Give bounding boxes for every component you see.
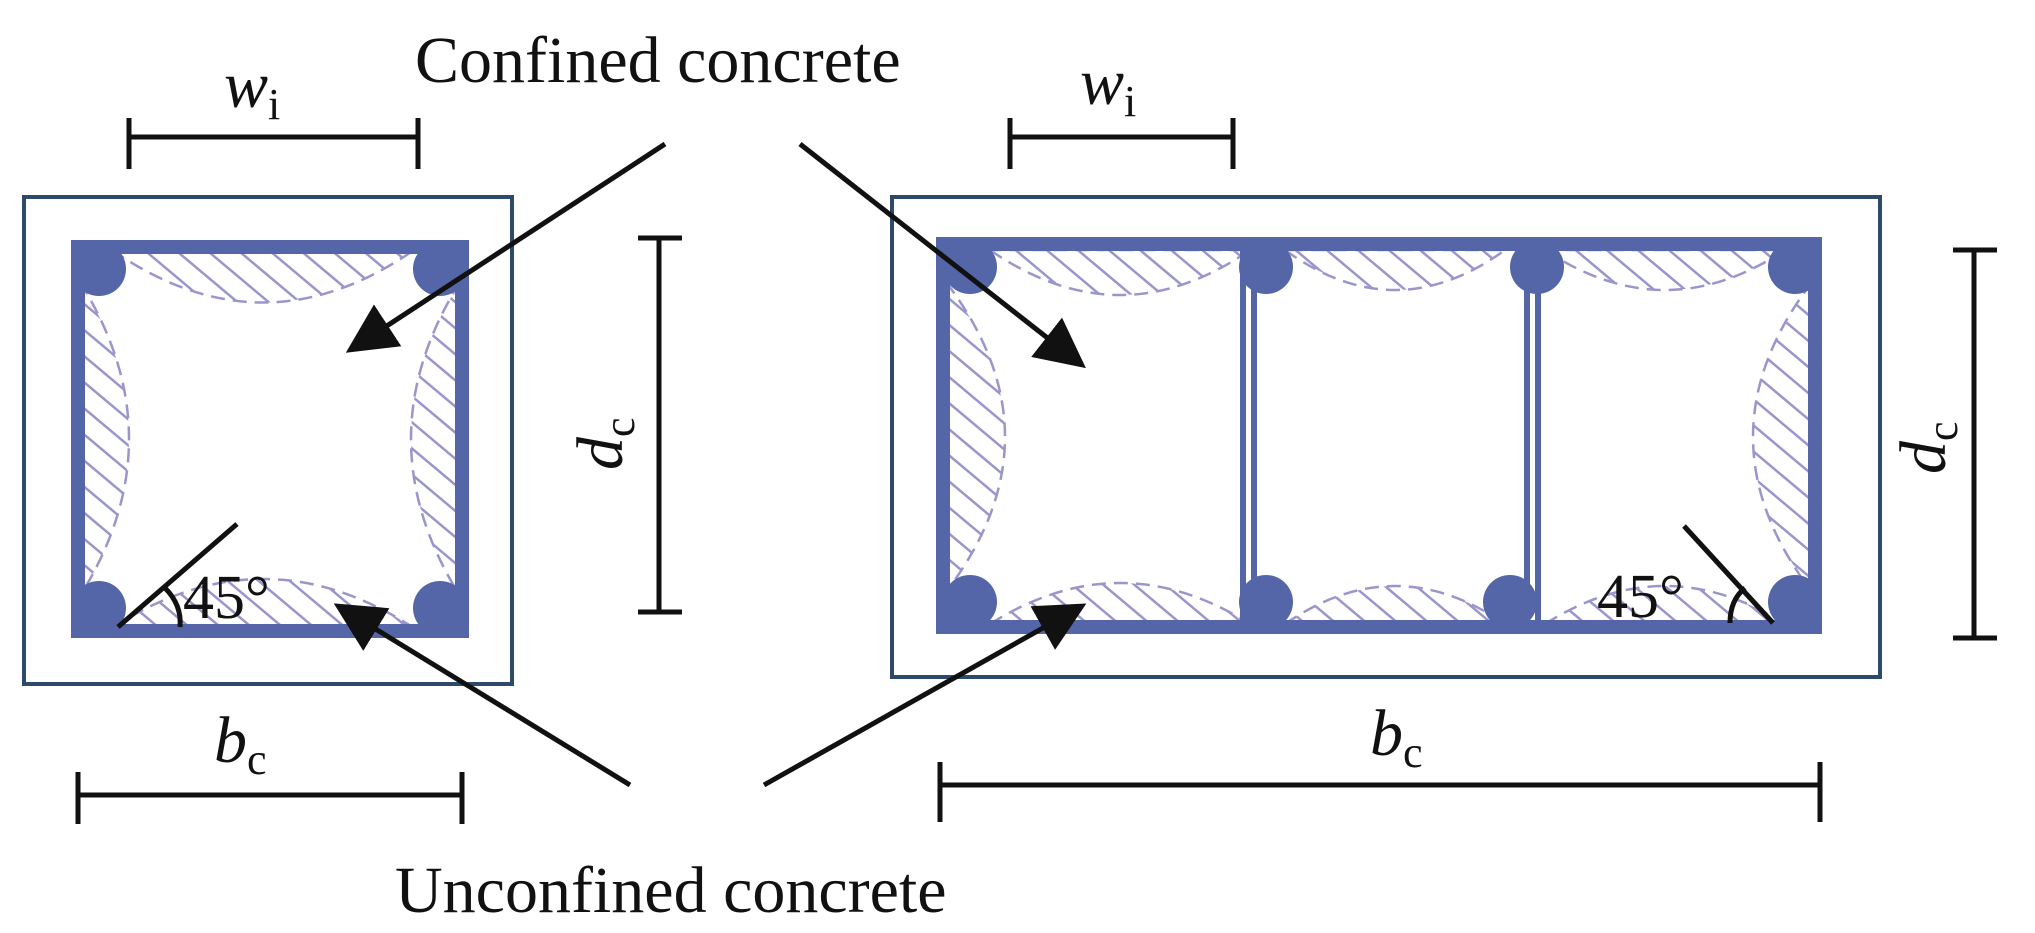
right-bar-top-3 <box>1510 240 1564 294</box>
right-wi-label: wi <box>1080 46 1136 126</box>
right-arch-top-1 <box>985 248 1255 297</box>
right-bar-bottom-2 <box>1239 575 1293 629</box>
left-wi-var: w <box>224 49 268 122</box>
right-bc-var: b <box>1370 697 1403 770</box>
right-arch-top-3 <box>1540 248 1790 292</box>
right-bc-label: bc <box>1370 697 1423 777</box>
right-wi-sub: i <box>1124 77 1136 126</box>
right-angle-arc <box>1727 586 1747 624</box>
left-dc-var: d <box>564 436 637 470</box>
right-angle-label: 45° <box>1597 563 1684 631</box>
left-bc-var: b <box>214 704 247 777</box>
left-arch-top <box>108 248 418 304</box>
left-angle-label: 45° <box>183 564 270 632</box>
right-bar-top-2 <box>1239 240 1293 294</box>
right-arch-left <box>944 278 1007 596</box>
right-stirrup <box>936 237 1822 634</box>
right-bar-bottom-1 <box>943 575 997 629</box>
left-bc-label: bc <box>214 704 267 784</box>
right-dc-var: d <box>1887 440 1960 474</box>
right-bar-top-4 <box>1768 240 1822 294</box>
right-dc-label: dc <box>1887 421 1967 474</box>
left-stirrup <box>71 240 469 638</box>
left-angle-line <box>116 522 239 629</box>
unconfined-arrow-right <box>762 603 1087 788</box>
left-angle-arc <box>163 586 183 628</box>
left-bar-br <box>413 581 467 635</box>
unconfined-concrete-label: Unconfined concrete <box>395 854 947 927</box>
left-bar-bl <box>72 581 126 635</box>
left-bc-sub: c <box>247 735 267 784</box>
right-wi-var: w <box>1080 46 1124 119</box>
unconfined-arrow-left <box>333 603 632 788</box>
right-angle-line <box>1682 524 1775 625</box>
left-arch-right <box>409 277 462 601</box>
confined-arrow-left <box>345 141 667 353</box>
left-section: 45° wi bc dc <box>22 49 682 824</box>
left-wi-sub: i <box>268 80 280 129</box>
right-bar-top-1 <box>943 240 997 294</box>
right-arch-top-2 <box>1281 248 1509 292</box>
right-arch-bottom-2 <box>1280 584 1510 626</box>
right-bc-sub: c <box>1403 728 1423 777</box>
confined-arrow-right <box>798 142 1086 369</box>
right-bar-bottom-4 <box>1768 575 1822 629</box>
left-bar-tr <box>413 242 467 296</box>
right-arch-right <box>1751 278 1814 596</box>
left-bar-tl <box>72 242 126 296</box>
left-dc-sub: c <box>595 417 644 437</box>
left-arch-left <box>78 277 131 601</box>
right-bar-bottom-3 <box>1483 575 1537 629</box>
confined-concrete-label: Confined concrete <box>415 24 901 97</box>
left-dc-label: dc <box>564 417 644 470</box>
right-section: 45° wi bc dc <box>890 46 1997 822</box>
left-wi-label: wi <box>224 49 280 129</box>
right-dc-sub: c <box>1918 421 1967 441</box>
